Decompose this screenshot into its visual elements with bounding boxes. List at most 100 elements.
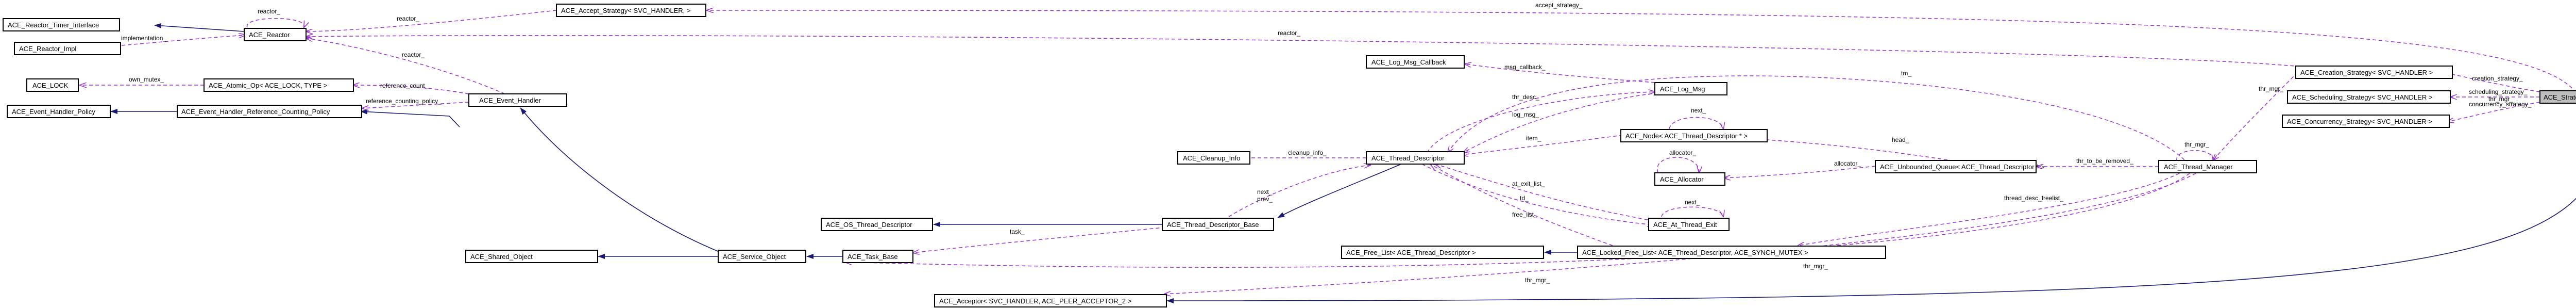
svg-text:ACE_Scheduling_Strategy< SVC_H: ACE_Scheduling_Strategy< SVC_HANDLER >	[2292, 93, 2432, 101]
node-creation-strategy[interactable]: ACE_Creation_Strategy< SVC_HANDLER >	[2295, 66, 2453, 79]
edge-label-free-list: free_list_	[1512, 211, 1537, 218]
svg-text:ACE_Locked_Free_List< ACE_Thre: ACE_Locked_Free_List< ACE_Thread_Descrip…	[1582, 249, 1808, 256]
svg-text:ACE_Service_Object: ACE_Service_Object	[723, 253, 786, 261]
edge-reference-count	[353, 85, 469, 94]
edge-implementation	[121, 35, 245, 46]
svg-text:ACE_Task_Base: ACE_Task_Base	[848, 253, 898, 261]
svg-text:ACE_Thread_Descriptor_Base: ACE_Thread_Descriptor_Base	[1167, 221, 1259, 229]
svg-text:ACE_At_Thread_Exit: ACE_At_Thread_Exit	[1653, 221, 1717, 229]
edge-label-prev: prev_	[1257, 196, 1273, 203]
edge-label-tm: tm_	[1901, 70, 1911, 77]
edge-thread-desc-freelist	[1798, 173, 2180, 246]
node-log-msg-callback[interactable]: ACE_Log_Msg_Callback	[1366, 55, 1465, 69]
svg-text:ACE_Cleanup_Info: ACE_Cleanup_Info	[1183, 154, 1240, 162]
node-cleanup-info[interactable]: ACE_Cleanup_Info	[1177, 151, 1250, 165]
edge-label-task: task_	[1010, 228, 1025, 235]
edge-reactor-event-handler	[306, 38, 505, 94]
edge-next-prev	[1228, 165, 1370, 217]
node-lock[interactable]: ACE_LOCK	[26, 78, 79, 92]
edge-item	[1462, 135, 1623, 155]
node-allocator[interactable]: ACE_Allocator	[1654, 172, 1725, 186]
edge-td	[1421, 164, 1654, 225]
edge-label-reactor-creation: reactor_	[1278, 29, 1300, 37]
node-unbounded-queue[interactable]: ACE_Unbounded_Queue< ACE_Thread_Descript…	[1875, 160, 2044, 173]
edge-msg-callback	[1465, 64, 1655, 83]
svg-text:ACE_Thread_Descriptor: ACE_Thread_Descriptor	[1371, 154, 1445, 162]
node-node-thread-descriptor[interactable]: ACE_Node< ACE_Thread_Descriptor * >	[1620, 129, 1768, 142]
edge-label-reference-count: reference_count_	[380, 82, 429, 89]
edge-label-item: item_	[1526, 135, 1541, 142]
edge-label-next-node: next_	[1691, 107, 1706, 114]
svg-text:ACE_Thread_Manager: ACE_Thread_Manager	[2164, 163, 2233, 171]
node-accept-strategy[interactable]: ACE_Accept_Strategy< SVC_HANDLER, >	[556, 4, 706, 17]
node-thread-descriptor[interactable]: ACE_Thread_Descriptor	[1366, 151, 1465, 165]
edge-label-log-msg: log_msg_	[1512, 111, 1539, 118]
svg-text:ACE_Log_Msg: ACE_Log_Msg	[1660, 85, 1705, 93]
edge-label-concurrency-strategy: concurrency_strategy_	[2469, 101, 2532, 108]
edge-concurrency-strategy	[2447, 102, 2540, 122]
edge-label-creation-strategy: creation_strategy_	[2472, 75, 2523, 82]
svg-text:ACE_Unbounded_Queue< ACE_Threa: ACE_Unbounded_Queue< ACE_Thread_Descript…	[1880, 163, 2044, 171]
edge-label-next-exit: next_	[1685, 199, 1700, 206]
svg-text:ACE_Atomic_Op< ACE_LOCK, TYPE: ACE_Atomic_Op< ACE_LOCK, TYPE >	[209, 82, 327, 89]
node-reactor[interactable]: ACE_Reactor	[244, 28, 307, 41]
svg-text:ACE_Creation_Strategy< SVC_HAN: ACE_Creation_Strategy< SVC_HANDLER >	[2300, 69, 2433, 76]
svg-text:ACE_Free_List< ACE_Thread_Desc: ACE_Free_List< ACE_Thread_Descriptor >	[1346, 249, 1476, 256]
node-thread-descriptor-base[interactable]: ACE_Thread_Descriptor_Base	[1162, 218, 1274, 231]
edge-label-allocator-self: allocator_	[1669, 149, 1696, 156]
nodes: ACE_Strategy_Acceptor< SVC_HANDLER, > AC…	[3, 4, 2576, 307]
edge-label-thr-mgr-task: thr_mgr_	[1525, 277, 1550, 284]
node-service-object[interactable]: ACE_Service_Object	[718, 250, 806, 263]
node-os-thread-descriptor[interactable]: ACE_OS_Thread_Descriptor	[821, 218, 933, 231]
edge-label-thr-to-be-removed: thr_to_be_removed_	[2076, 157, 2133, 165]
edge-free-list-td	[1430, 164, 1613, 246]
edge-label-reactor-self: reactor_	[258, 8, 280, 15]
node-locked-free-list[interactable]: ACE_Locked_Free_List< ACE_Thread_Descrip…	[1577, 246, 1886, 259]
edge-label-reference-counting-policy: reference_counting_policy_	[366, 98, 442, 105]
edge-reactor-self	[247, 18, 304, 27]
edge-label-reactor-event-handler: reactor_	[402, 51, 425, 58]
edge-label-thr-mgr-strategy: thr_mgr_	[2488, 95, 2513, 103]
edge-label-scheduling-strategy: scheduling_strategy_	[2469, 88, 2528, 95]
svg-text:ACE_Reactor_Impl: ACE_Reactor_Impl	[19, 45, 76, 53]
node-reactor-impl[interactable]: ACE_Reactor_Impl	[14, 42, 121, 55]
node-event-handler[interactable]: ACE_Event_Handler	[468, 93, 567, 107]
svg-text:ACE_Concurrency_Strategy< SVC_: ACE_Concurrency_Strategy< SVC_HANDLER >	[2287, 118, 2432, 125]
edge-creation-strategy	[2442, 72, 2540, 92]
edges	[80, 10, 2576, 303]
edge-label-head: head_	[1892, 136, 1909, 143]
svg-text:ACE_LOCK: ACE_LOCK	[32, 82, 69, 89]
svg-text:ACE_Shared_Object: ACE_Shared_Object	[470, 253, 533, 261]
node-reactor-timer-interface[interactable]: ACE_Reactor_Timer_Interface	[3, 18, 120, 31]
svg-text:ACE_Log_Msg_Callback: ACE_Log_Msg_Callback	[1371, 58, 1446, 66]
svg-text:ACE_Acceptor< SVC_HANDLER, ACE: ACE_Acceptor< SVC_HANDLER, ACE_PEER_ACCE…	[939, 297, 1131, 305]
node-task-base[interactable]: ACE_Task_Base	[842, 250, 913, 263]
node-concurrency-strategy[interactable]: ACE_Concurrency_Strategy< SVC_HANDLER >	[2282, 115, 2450, 128]
node-at-thread-exit[interactable]: ACE_At_Thread_Exit	[1648, 218, 1730, 231]
node-scheduling-strategy[interactable]: ACE_Scheduling_Strategy< SVC_HANDLER >	[2287, 90, 2451, 104]
edge-next-exit	[1661, 206, 1723, 217]
edge-log-msg	[1427, 92, 1655, 153]
node-log-msg[interactable]: ACE_Log_Msg	[1654, 82, 1727, 95]
node-atomic-op[interactable]: ACE_Atomic_Op< ACE_LOCK, TYPE >	[204, 78, 354, 92]
edge-at-exit-list	[1435, 164, 1654, 221]
node-acceptor[interactable]: ACE_Acceptor< SVC_HANDLER, ACE_PEER_ACCE…	[934, 294, 1167, 307]
edge-reactor-timer-interface	[154, 23, 245, 32]
node-strategy-acceptor[interactable]: ACE_Strategy_Acceptor< SVC_HANDLER, >	[2539, 90, 2576, 104]
edge-thr-mgr-acceptor	[1164, 173, 2196, 294]
node-shared-object[interactable]: ACE_Shared_Object	[465, 250, 598, 263]
node-thread-manager[interactable]: ACE_Thread_Manager	[2158, 160, 2257, 173]
node-event-handler-ref-counting[interactable]: ACE_Event_Handler_Reference_Counting_Pol…	[177, 105, 362, 118]
edge-label-thr-mgr-creation: thr_mgr_	[2259, 85, 2283, 92]
node-event-handler-policy[interactable]: ACE_Event_Handler_Policy	[7, 105, 111, 118]
edge-label-allocator-queue: allocator_	[1834, 160, 1861, 167]
edge-label-accept-strategy: accept_strategy_	[1535, 2, 1583, 9]
svg-text:ACE_Reactor_Timer_Interface: ACE_Reactor_Timer_Interface	[8, 21, 99, 29]
edge-head	[1744, 138, 1948, 160]
edge-label-cleanup-info: cleanup_info_	[1288, 149, 1327, 156]
edge-label-msg-callback: msg_callback_	[1504, 63, 1546, 71]
edge-label-next: next_	[1257, 188, 1273, 196]
edge-label-implementation: implementation_	[121, 35, 166, 42]
node-free-list[interactable]: ACE_Free_List< ACE_Thread_Descriptor >	[1341, 246, 1544, 259]
svg-text:ACE_Reactor: ACE_Reactor	[249, 31, 290, 39]
